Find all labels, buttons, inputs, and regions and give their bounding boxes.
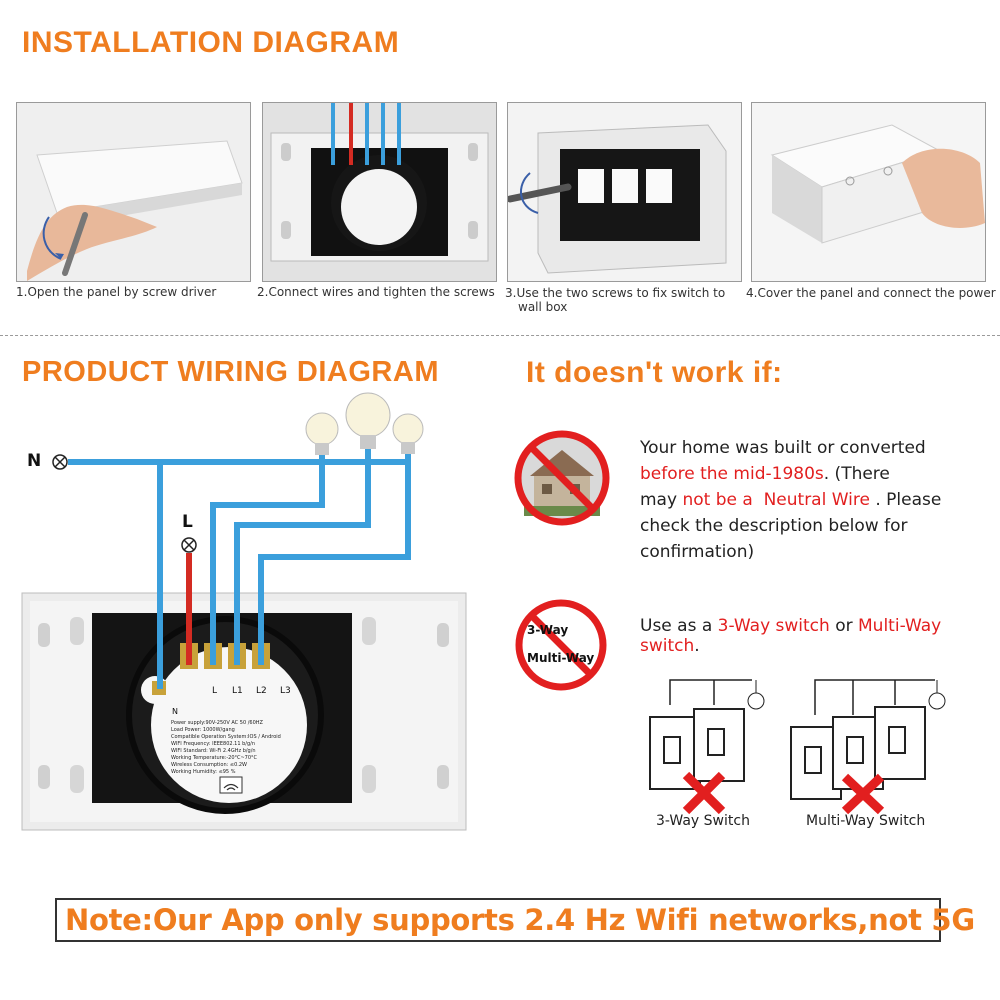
multiway-warning-line2: switch. bbox=[640, 636, 941, 656]
neutral-warning-line2-rest: . (There bbox=[823, 464, 890, 484]
warning-title: It doesn't work if: bbox=[526, 356, 783, 389]
multiway-icon-line1: 3-Way bbox=[527, 623, 569, 637]
spec-line: WIFI Frequency: IEEE802.11 b/g/n bbox=[171, 741, 256, 747]
multiway-pre: Use as a bbox=[640, 616, 718, 636]
step4-caption: 4.Cover the panel and connect the power bbox=[746, 286, 996, 300]
mid-1980s-highlight: before the mid-1980s bbox=[640, 464, 824, 484]
bulb-outline-icon bbox=[747, 680, 765, 710]
terminal-l2-label: L2 bbox=[256, 686, 267, 696]
neutral-warning-text: Your home was built or converted before … bbox=[640, 435, 941, 565]
step1-caption: 1.Open the panel by screw driver bbox=[16, 285, 217, 299]
multiway-prohibited-icon bbox=[515, 599, 607, 691]
bulb-1-icon bbox=[305, 412, 339, 455]
neutral-warning-line1: Your home was built or converted bbox=[640, 438, 926, 458]
neutral-wire-highlight: not be a Neutral Wire bbox=[682, 490, 870, 510]
bulb-2-icon bbox=[345, 392, 391, 449]
terminal-n-label: N bbox=[172, 707, 178, 716]
multiway-warning-text: Use as a 3-Way switch or Multi-Way switc… bbox=[640, 616, 941, 656]
step3-caption: 3.Use the two screws to fix switch to wa… bbox=[505, 286, 725, 314]
old-house-prohibited-icon bbox=[514, 430, 610, 526]
installation-title: INSTALLATION DIAGRAM bbox=[22, 26, 400, 59]
three-way-highlight: 3-Way switch bbox=[717, 616, 830, 636]
multiway-line2-rest: . bbox=[694, 636, 700, 656]
note-text: Note:Our App only supports 2.4 Hz Wifi n… bbox=[65, 903, 975, 937]
step3-caption-line1: 3.Use the two screws to fix switch to bbox=[505, 286, 726, 300]
step4-image bbox=[751, 102, 986, 282]
multiway-warning-line1: Use as a 3-Way switch or Multi-Way bbox=[640, 616, 941, 636]
red-x-icon bbox=[682, 771, 726, 815]
step3-caption-line2: wall box bbox=[518, 300, 568, 314]
spec-line: Compatible Operation System:IOS / Androi… bbox=[171, 734, 281, 740]
spec-line: Load Power: 1000W/gang bbox=[171, 727, 235, 733]
step2-caption: 2.Connect wires and tighten the screws bbox=[257, 285, 495, 299]
spec-line: WIFI Standard: Wi-Fi 2.4GHz b/g/n bbox=[171, 748, 256, 754]
three-way-switch-label: 3-Way Switch bbox=[656, 813, 750, 829]
spec-line: Working Temperature:-20°C~70°C bbox=[171, 755, 258, 761]
multi-way-switch-label: Multi-Way Switch bbox=[806, 813, 926, 829]
step3-image bbox=[507, 102, 742, 282]
neutral-warning-line3-pre: may bbox=[640, 490, 683, 510]
multi-way-highlight: Multi-Way bbox=[858, 616, 942, 636]
neutral-warning-line4: check the description below for bbox=[640, 516, 908, 536]
multi-way-switch-diagram bbox=[790, 679, 946, 815]
section-divider bbox=[0, 335, 1000, 336]
spec-line: Power supply:90V-250V AC 50 /60HZ bbox=[171, 720, 263, 726]
spec-line: Working Humidity: ≤95 % bbox=[171, 769, 236, 775]
step2-image bbox=[262, 102, 497, 282]
switch-highlight: switch bbox=[640, 636, 695, 656]
terminal-l3-label: L3 bbox=[280, 686, 291, 696]
bulb-3-icon bbox=[392, 413, 424, 454]
wiring-diagram bbox=[21, 392, 467, 831]
multiway-mid: or bbox=[829, 616, 859, 636]
bulb-outline-icon bbox=[928, 680, 946, 710]
terminal-l-label: L bbox=[212, 686, 218, 696]
multiway-icon-line2: Multi-Way bbox=[527, 651, 595, 665]
three-way-switch-diagram bbox=[649, 679, 765, 815]
note-box: Note:Our App only supports 2.4 Hz Wifi n… bbox=[55, 898, 975, 942]
back-label: Power supply:90V-250V AC 50 /60HZ Load P… bbox=[171, 720, 291, 776]
neutral-warning-line3-rest: . Please bbox=[869, 490, 942, 510]
step1-image bbox=[16, 102, 251, 282]
neutral-label: N bbox=[27, 451, 42, 471]
neutral-warning-line2: before the mid-1980s. (There bbox=[640, 461, 941, 487]
neutral-warning-line3: may not be a Neutral Wire . Please bbox=[640, 487, 941, 513]
live-label: L bbox=[182, 512, 193, 532]
spec-line: Wireless Consumption: ≤0.2W bbox=[171, 762, 247, 768]
wiring-title: PRODUCT WIRING DIAGRAM bbox=[22, 356, 439, 388]
red-x-icon bbox=[841, 773, 885, 815]
terminal-l1-label: L1 bbox=[232, 686, 243, 696]
neutral-warning-line5: confirmation) bbox=[640, 542, 755, 562]
